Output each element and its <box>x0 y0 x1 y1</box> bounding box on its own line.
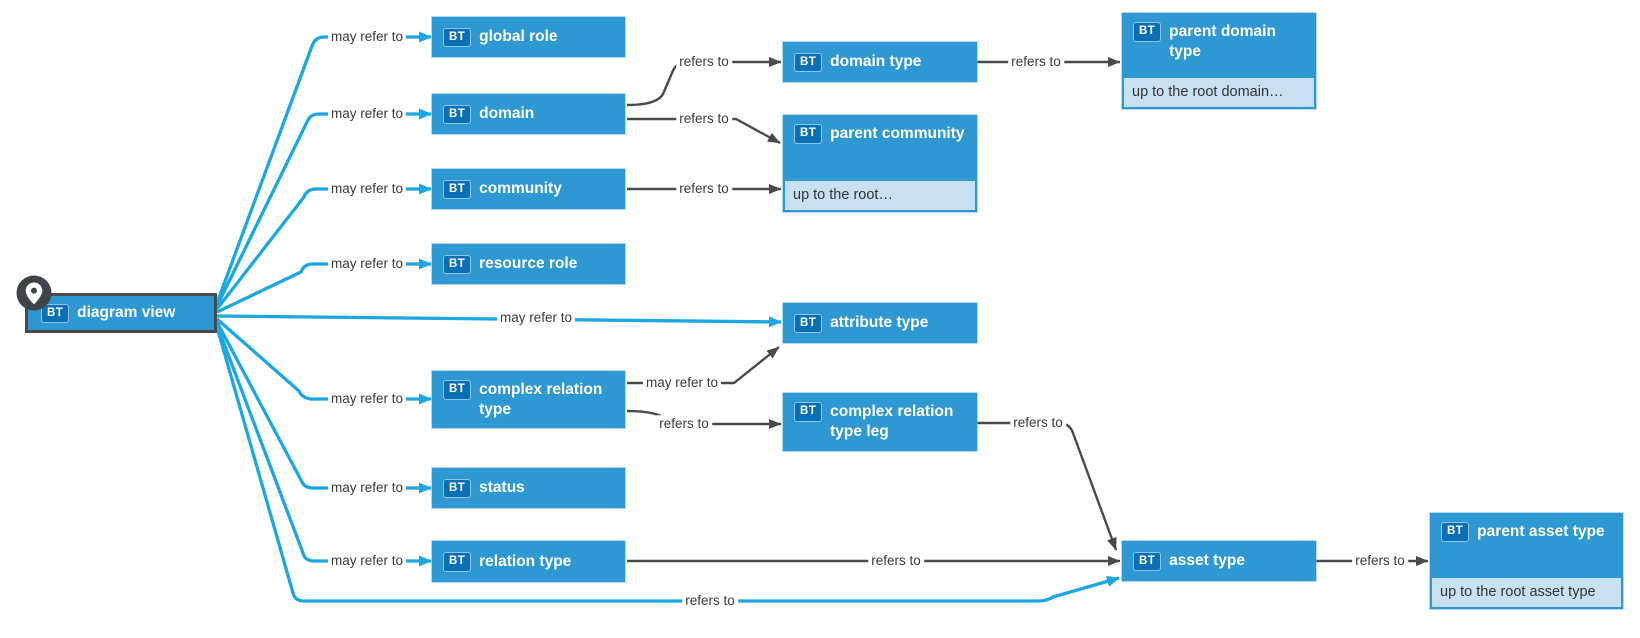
edge-domain-parent-community <box>627 117 781 145</box>
node-label: attribute type <box>830 314 929 332</box>
edge-label-may-refer-to: may refer to <box>327 552 407 570</box>
edge-diagram-view-status <box>215 321 432 494</box>
node-note: up to the root asset type <box>1432 577 1621 607</box>
node-complex-relation-type[interactable]: BT complex relation type <box>431 370 626 429</box>
edge-label-may-refer-to: may refer to <box>327 390 407 408</box>
edge-label-refers-to: refers to <box>682 592 738 610</box>
node-label: diagram view <box>77 304 176 322</box>
node-complex-relation-type-leg[interactable]: BT complex relation type leg <box>782 392 978 452</box>
edge-diagram-view-asset-type <box>215 326 1120 603</box>
node-community[interactable]: BT community <box>431 168 626 210</box>
bt-badge: BT <box>1442 523 1469 541</box>
edge-label-may-refer-to: may refer to <box>327 28 407 46</box>
node-parent-domain-type[interactable]: BT parent domain type up to the root dom… <box>1121 12 1317 110</box>
node-label: domain <box>479 105 535 123</box>
edge-diagram-view-resource-role <box>216 258 432 314</box>
edge-label-refers-to: refers to <box>676 53 732 71</box>
edge-label-refers-to: refers to <box>676 110 732 128</box>
node-label: resource role <box>479 255 578 273</box>
node-asset-type[interactable]: BT asset type <box>1121 540 1317 582</box>
node-note: up to the root domain… <box>1124 77 1314 107</box>
node-domain[interactable]: BT domain <box>431 93 626 135</box>
node-resource-role[interactable]: BT resource role <box>431 243 626 285</box>
node-label: parent community <box>830 125 965 142</box>
edge-label-may-refer-to: may refer to <box>327 255 407 273</box>
edge-diagram-view-global-role <box>215 31 432 304</box>
bt-badge: BT <box>1134 552 1161 571</box>
edge-diagram-view-relation-type <box>215 324 432 567</box>
node-status[interactable]: BT status <box>431 467 626 509</box>
edge-label-may-refer-to: may refer to <box>496 309 576 327</box>
bt-badge: BT <box>444 479 471 498</box>
edge-label-may-refer-to: may refer to <box>642 374 722 392</box>
edge-label-refers-to: refers to <box>656 415 712 433</box>
bt-badge: BT <box>795 53 822 72</box>
node-label: parent asset type <box>1477 523 1605 540</box>
bt-badge: BT <box>444 180 471 199</box>
node-attribute-type[interactable]: BT attribute type <box>782 302 978 344</box>
node-label: global role <box>479 28 558 46</box>
bt-badge: BT <box>1134 23 1161 41</box>
bt-badge: BT <box>795 314 822 333</box>
bt-badge: BT <box>444 105 471 124</box>
bt-badge: BT <box>795 403 822 421</box>
edge-label-refers-to: refers to <box>1010 414 1066 432</box>
edge-label-refers-to: refers to <box>676 180 732 198</box>
node-label: domain type <box>830 53 922 71</box>
location-pin-icon <box>16 275 52 311</box>
node-parent-community[interactable]: BT parent community up to the root… <box>782 114 978 213</box>
edge-diagram-view-community <box>215 183 432 311</box>
node-label: relation type <box>479 552 572 570</box>
node-label: parent domain type <box>1169 23 1276 60</box>
edge-label-refers-to: refers to <box>1352 552 1408 570</box>
node-label: complex relation type leg <box>830 403 954 440</box>
bt-badge: BT <box>444 28 471 47</box>
node-diagram-view[interactable]: BT diagram view <box>25 293 217 333</box>
node-global-role[interactable]: BT global role <box>431 16 626 58</box>
edge-label-may-refer-to: may refer to <box>327 105 407 123</box>
node-domain-type[interactable]: BT domain type <box>782 41 978 83</box>
node-parent-asset-type[interactable]: BT parent asset type up to the root asse… <box>1429 512 1624 610</box>
edge-leg-asset-type <box>977 421 1118 551</box>
edge-label-refers-to: refers to <box>1008 53 1064 71</box>
node-note: up to the root… <box>785 180 975 210</box>
node-relation-type[interactable]: BT relation type <box>431 540 626 583</box>
edge-diagram-view-complex-relation-type <box>215 317 432 405</box>
edge-label-refers-to: refers to <box>868 552 924 570</box>
edge-label-may-refer-to: may refer to <box>327 479 407 497</box>
bt-badge: BT <box>444 381 471 399</box>
bt-badge: BT <box>795 125 822 143</box>
node-label: complex relation type <box>479 381 603 418</box>
node-label: status <box>479 479 525 497</box>
bt-badge: BT <box>42 304 69 323</box>
node-label: community <box>479 180 562 198</box>
edge-label-may-refer-to: may refer to <box>327 180 407 198</box>
node-label: asset type <box>1169 552 1245 570</box>
bt-badge: BT <box>444 255 471 274</box>
bt-badge: BT <box>444 553 471 571</box>
edge-diagram-view-domain <box>215 108 432 307</box>
